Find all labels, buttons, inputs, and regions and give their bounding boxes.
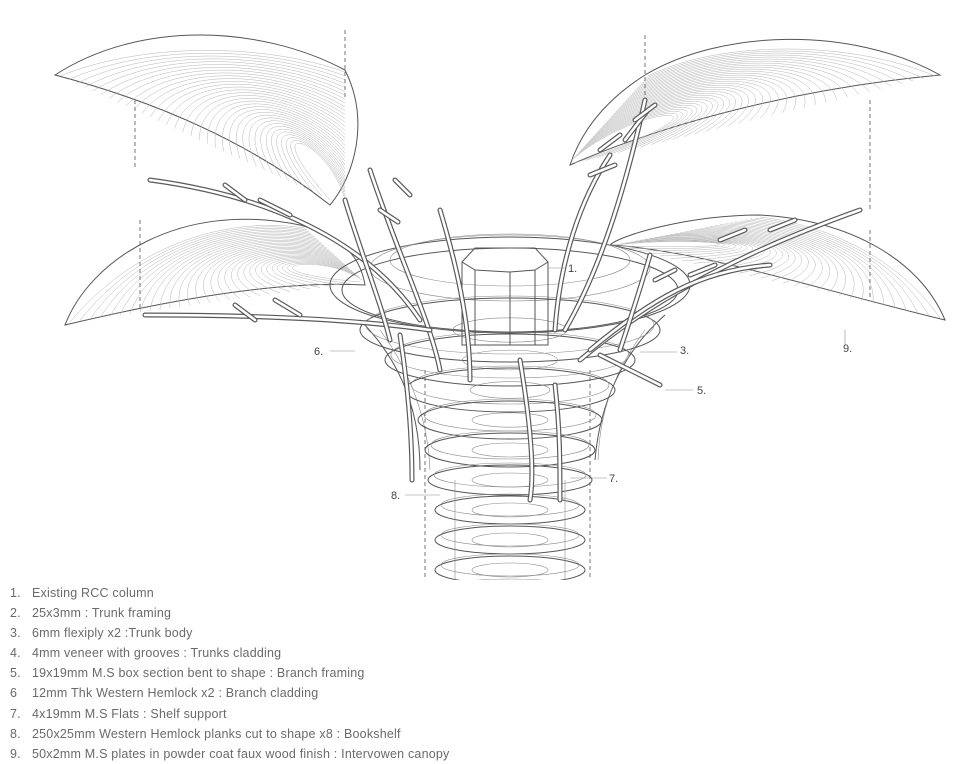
callout-3: 3.: [680, 345, 689, 357]
legend-item: 6 12mm Thk Western Hemlock x2 : Branch cl…: [10, 683, 710, 703]
legend-number: 9.: [10, 746, 21, 761]
callout-7: 7.: [609, 473, 618, 485]
rcc-column: [461, 247, 549, 346]
legend-number: 6: [10, 686, 18, 701]
legend-number: 4.: [10, 646, 21, 661]
legend-text: Existing RCC column: [32, 586, 154, 600]
legend-number: 5.: [10, 666, 21, 681]
legend-text: 4x19mm M.S Flats : Shelf support: [32, 706, 227, 721]
canopy-leaf-left: [64, 218, 366, 326]
legend-list: 1. Existing RCC column 2. 25x3mm : Trunk fr…: [10, 583, 710, 764]
canopy-leaf-right: [608, 214, 946, 321]
legend-text: 4mm veneer with grooves : Trunks claddin…: [32, 646, 282, 661]
trunk-body: [329, 233, 691, 471]
legend-number: 8.: [10, 726, 21, 741]
legend-item: 1. Existing RCC column: [10, 583, 710, 603]
callout-5: 5.: [697, 385, 706, 397]
callout-6: 6.: [314, 346, 323, 358]
branch-framing: [142, 97, 863, 503]
legend-text: 250x25mm Western Hemlock planks cut to s…: [32, 726, 401, 741]
legend-text: 6mm flexiply x2 :Trunk body: [32, 626, 193, 641]
legend-number: 7.: [10, 706, 21, 721]
legend-number: 1.: [10, 586, 21, 600]
legend-item: 4. 4mm veneer with grooves : Trunks cladd…: [10, 643, 710, 663]
callout-8: 8.: [391, 490, 400, 502]
canopy-leaf-top-left: [53, 34, 359, 206]
callout-9: 9.: [843, 343, 852, 355]
exploded-axonometric-diagram: 1. 3. 5. 6. 7. 8. 9.: [53, 30, 946, 580]
dashed-guides: [134, 30, 871, 580]
legend-item: 2. 25x3mm : Trunk framing: [10, 603, 710, 623]
legend-item: 9. 50x2mm M.S plates in powder coat faux …: [10, 744, 710, 764]
legend-text: 12mm Thk Western Hemlock x2 : Branch cla…: [32, 686, 319, 701]
legend-item: 5. 19x19mm M.S box section bent to shape …: [10, 663, 710, 683]
legend-item: 8. 250x25mm Western Hemlock planks cut to…: [10, 724, 710, 744]
legend-text: 25x3mm : Trunk framing: [32, 606, 172, 621]
legend-item: 3. 6mm flexiply x2 :Trunk body: [10, 623, 710, 643]
canopy-leaf-top-right: [569, 38, 942, 166]
legend-text: 50x2mm M.S plates in powder coat faux wo…: [32, 746, 450, 761]
legend-number: 2.: [10, 606, 21, 621]
legend-item: 7. 4x19mm M.S Flats : Shelf support: [10, 704, 710, 724]
leader-lines: [330, 267, 846, 496]
callout-1: 1.: [568, 263, 577, 275]
legend-text: 19x19mm M.S box section bent to shape : …: [32, 666, 365, 681]
legend-number: 3.: [10, 626, 21, 641]
